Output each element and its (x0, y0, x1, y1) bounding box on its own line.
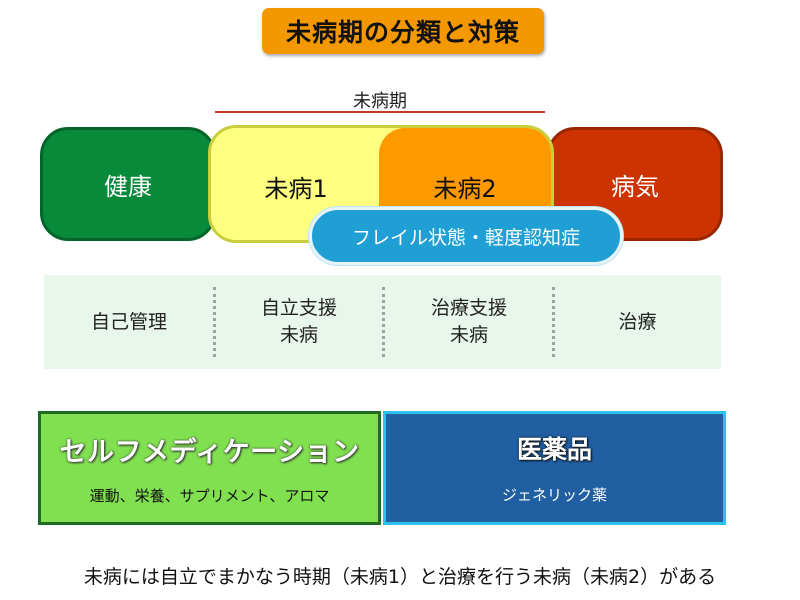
stage-sick-label: 病気 (611, 172, 659, 201)
care-divider (213, 287, 216, 357)
care-line: 自立支援 (260, 297, 337, 319)
stage-health: 健康 (40, 127, 216, 241)
stage-mibyo1-label: 未病1 (264, 174, 328, 203)
care-independence-support: 自立支援 未病 (214, 275, 384, 369)
mibyoki-span-line (215, 111, 545, 113)
stage-mibyo2-label: 未病2 (433, 174, 497, 203)
care-self-management: 自己管理 (44, 275, 214, 369)
self-medication-box: セルフメディケーション 運動、栄養、サプリメント、アロマ (38, 411, 381, 525)
care-line: 治療 (618, 310, 657, 333)
self-medication-subtitle: 運動、栄養、サプリメント、アロマ (89, 487, 330, 505)
care-line: 治療支援 (430, 297, 507, 319)
medicine-title: 医薬品 (516, 435, 592, 464)
self-medication-title: セルフメディケーション (59, 437, 360, 468)
medicine-box: 医薬品 ジェネリック薬 (383, 411, 726, 525)
care-divider (382, 287, 385, 357)
care-treatment: 治療 (554, 275, 721, 369)
footer-caption: 未病には自立でまかなう時期（未病1）と治療を行う未病（未病2）がある (83, 566, 717, 588)
mibyoki-span-label: 未病期 (353, 91, 407, 112)
care-line: 未病 (279, 324, 318, 346)
medicine-subtitle: ジェネリック薬 (501, 486, 607, 504)
care-line: 未病 (449, 324, 488, 346)
stage-health-label: 健康 (104, 172, 152, 201)
care-treatment-support: 治療支援 未病 (384, 275, 554, 369)
care-row: 自己管理 自立支援 未病 治療支援 未病 治療 (44, 275, 721, 369)
frail-dementia-pill: フレイル状態・軽度認知症 (309, 207, 623, 265)
stage-mibyo1: 未病1 (211, 128, 381, 240)
care-line: 自己管理 (90, 310, 167, 333)
page-title: 未病期の分類と対策 (262, 8, 544, 54)
care-divider (552, 287, 555, 357)
